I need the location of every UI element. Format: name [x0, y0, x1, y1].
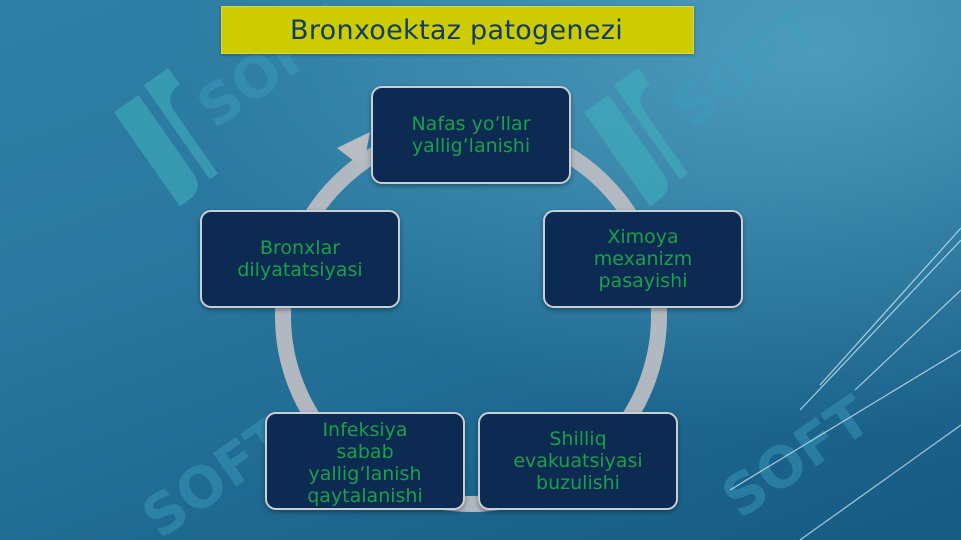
cycle-node-label: Bronxlar dilyatatsiyasi [237, 237, 363, 281]
cycle-node-label: Ximoya mexanizm pasayishi [593, 226, 693, 292]
cycle-node-defense-decrease: Ximoya mexanizm pasayishi [543, 210, 743, 308]
cycle-node-label: Shilliq evakuatsiyasi buzulishi [513, 428, 643, 494]
cycle-node-airway-inflammation: Nafas yo’llar yallig’lanishi [371, 86, 571, 184]
slide-title: Bronxoektaz patogenezi [221, 6, 694, 54]
cycle-node-label: Nafas yo’llar yallig’lanishi [411, 113, 531, 157]
soft-logo-icon [583, 67, 688, 207]
cycle-node-infection-recurrence: Infeksiya sabab yallig’lanish qaytalanis… [265, 412, 465, 510]
cycle-node-label: Infeksiya sabab yallig’lanish qaytalanis… [307, 419, 423, 507]
cycle-node-bronchial-dilatation: Bronxlar dilyatatsiyasi [200, 210, 400, 308]
soft-logo-icon [113, 67, 218, 207]
cycle-node-mucus-clearance: Shilliq evakuatsiyasi buzulishi [478, 412, 678, 510]
slide-title-text: Bronxoektaz patogenezi [290, 14, 623, 46]
cycle-arrow-icon [337, 132, 370, 168]
